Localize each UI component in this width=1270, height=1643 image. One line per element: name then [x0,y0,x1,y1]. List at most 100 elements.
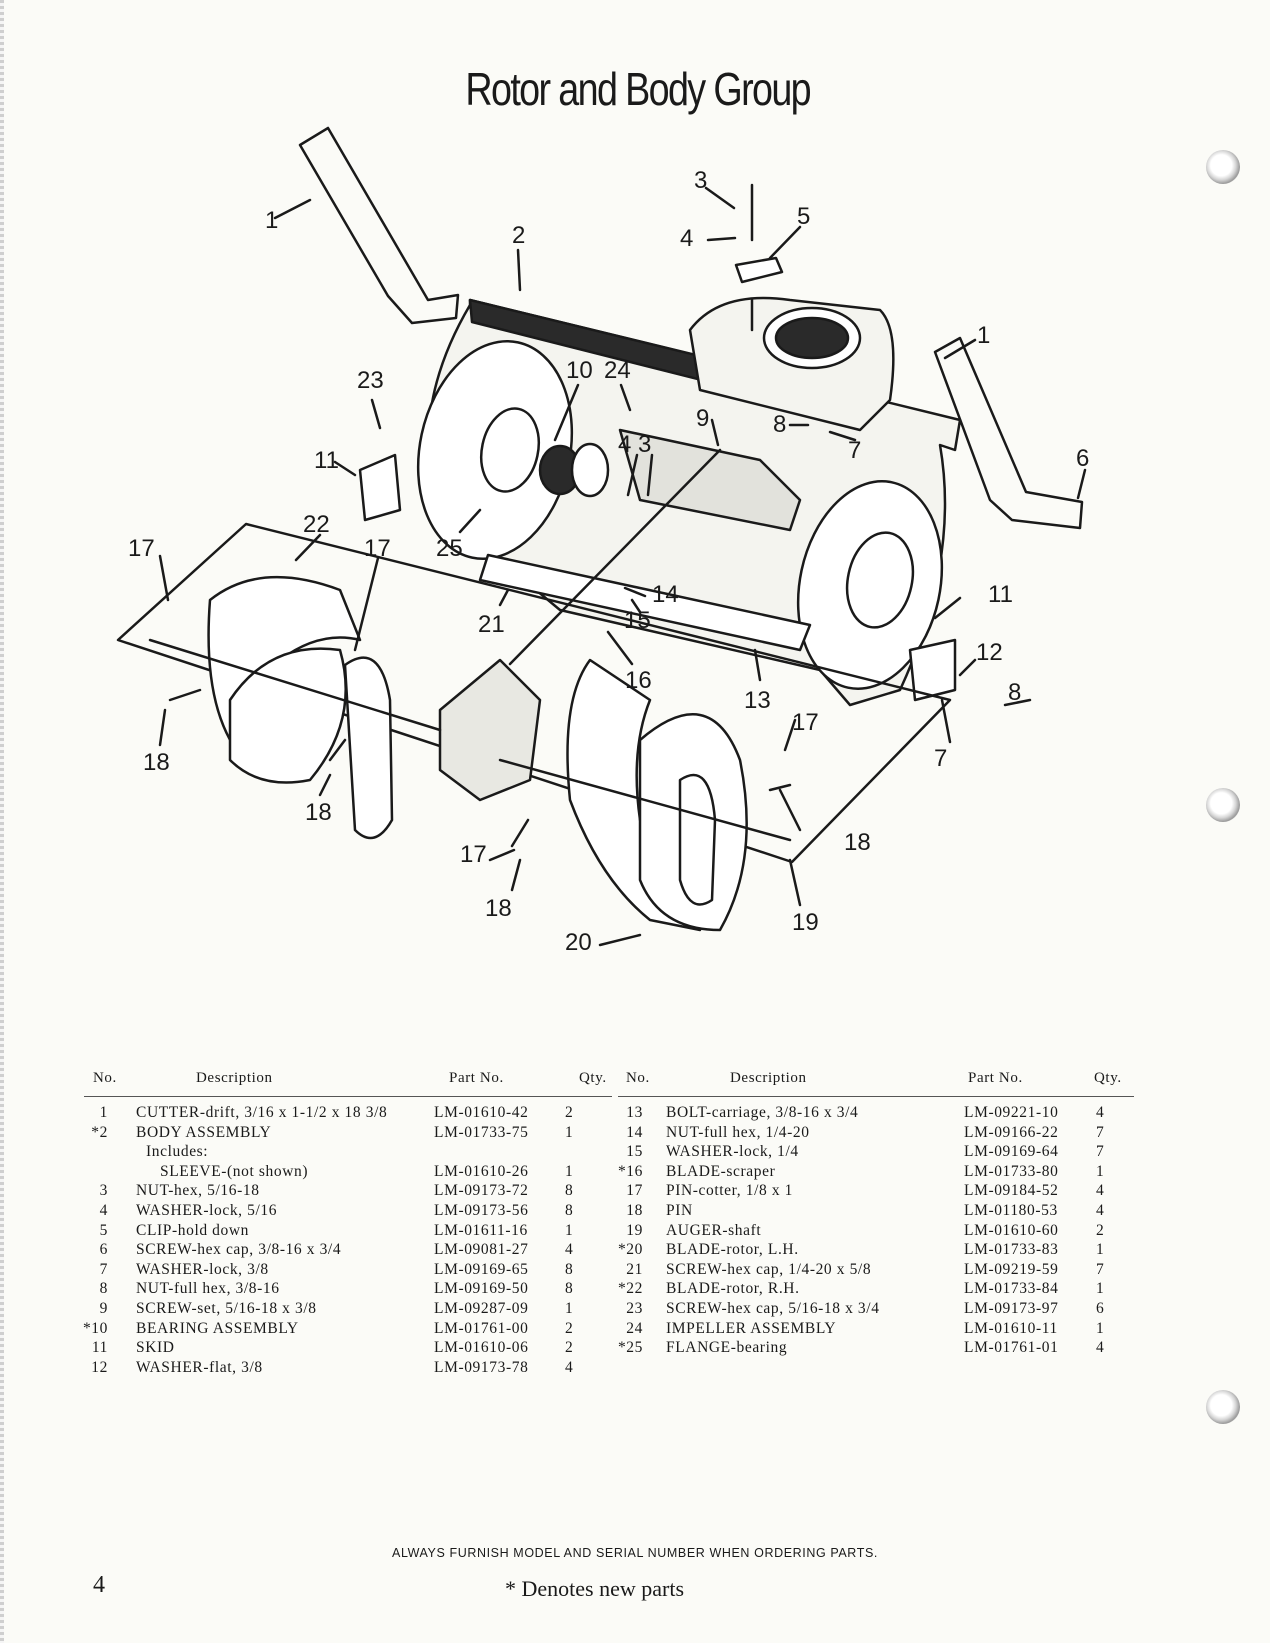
binder-hole-top [1206,150,1240,184]
part-no-cell: LM-01610-42 [434,1104,529,1121]
part-number-cell: 7 [99,1260,108,1278]
header-rule-right [618,1096,1134,1097]
part-number-cell: 9 [99,1300,108,1317]
callout-17-center: 17 [364,535,391,562]
part-number-cell: *20 [617,1241,643,1259]
description-cell: AUGER-shaft [666,1221,762,1239]
qty-cell: 8 [565,1182,574,1200]
description-cell: CLIP-hold down [136,1221,250,1239]
callout-24: 24 [604,357,631,384]
part-number-cell: 6 [99,1241,108,1259]
part-no-cell: LM-09219-59 [964,1260,1059,1278]
part-no-cell: LM-09173-56 [434,1202,529,1219]
auger-shaft-left [148,638,442,732]
page-title: Rotor and Body Group [465,63,811,115]
callout-6: 6 [1076,445,1089,472]
callout-19: 19 [792,909,819,936]
qty-cell: 1 [1096,1280,1105,1298]
description-cell: SCREW-hex cap, 5/16-18 x 3/4 [666,1300,880,1317]
qty-cell: 8 [565,1202,574,1219]
auger-bed-outline [116,522,952,864]
callout-2: 2 [512,222,525,249]
part-number-cell: 11 [91,1339,108,1357]
header-qty-left: Qty. [579,1070,607,1086]
qty-cell: 1 [565,1221,574,1239]
description-cell: NUT-full hex, 1/4-20 [666,1123,810,1141]
part-no-cell: LM-01610-60 [964,1221,1059,1239]
page-edge-scan-artifact [0,0,4,1643]
hub-blade-right [678,773,717,906]
callout-1-left: 1 [265,207,278,234]
part-no-cell: LM-01761-00 [434,1319,529,1337]
qty-cell: 4 [565,1358,574,1376]
part-number-cell: *22 [617,1280,643,1298]
callout-11-left: 11 [314,447,339,474]
scraper-blade [478,553,812,652]
part-no-cell: LM-09173-78 [434,1358,529,1376]
part-number-cell: 14 [626,1123,643,1141]
callout-17-lower: 17 [460,841,487,868]
header-partno-left: Part No. [449,1070,504,1086]
callout-8-lower: 8 [1008,679,1021,706]
part-number-cell: 3 [99,1182,108,1200]
description-cell: BLADE-scraper [666,1162,776,1180]
callout-16: 16 [625,667,652,694]
qty-cell: 1 [565,1162,574,1180]
description-cell: WASHER-lock, 3/8 [136,1260,269,1278]
part-no-cell: LM-09287-09 [434,1300,529,1317]
description-cell: WASHER-lock, 5/16 [136,1202,278,1219]
part-no-cell: LM-01180-53 [964,1202,1058,1219]
qty-cell: 7 [1096,1123,1105,1141]
callout-1-right: 1 [977,322,990,349]
qty-cell: 4 [1096,1104,1105,1121]
part-number-cell: 5 [99,1221,108,1239]
part-no-cell: LM-09169-65 [434,1260,529,1278]
qty-cell: 4 [1096,1202,1105,1219]
part-number-cell: 4 [99,1202,108,1219]
qty-cell: 1 [1096,1319,1105,1337]
description-cell: BOLT-carriage, 3/8-16 x 3/4 [666,1104,859,1121]
callout-18-left: 18 [143,749,170,776]
part-no-cell: LM-01733-83 [964,1241,1059,1259]
part-no-cell: LM-01611-16 [434,1221,528,1239]
description-cell: SLEEVE-(not shown) [160,1162,309,1180]
part-no-cell: LM-01610-11 [964,1319,1058,1337]
qty-cell: 2 [565,1319,574,1337]
hold-down-clip [734,256,784,284]
part-no-cell: LM-09169-64 [964,1143,1059,1161]
callout-4-mid: 4 [618,431,631,458]
part-number-cell: 23 [626,1300,643,1317]
callout-13: 13 [744,687,771,714]
part-no-cell: LM-01610-26 [434,1162,529,1180]
part-number-cell: 19 [626,1221,643,1239]
description-cell: PIN [666,1202,693,1219]
part-number-cell: *2 [91,1123,108,1141]
drift-cutter-left [298,126,460,325]
callout-23: 23 [357,367,384,394]
part-no-cell: LM-09166-22 [964,1123,1059,1141]
new-parts-note: * Denotes new parts [505,1576,685,1601]
callout-8-upper: 8 [773,411,786,438]
drift-cutter-right [933,336,1084,530]
description-cell: NUT-full hex, 3/8-16 [136,1280,280,1298]
header-description-left: Description [196,1070,273,1086]
callout-11-right: 11 [988,581,1013,608]
callout-25: 25 [436,535,463,562]
callout-15: 15 [624,607,651,634]
auger-shaft-right [498,758,792,842]
callout-21: 21 [478,611,505,638]
callout-17-right: 17 [792,709,819,736]
header-qty-right: Qty. [1094,1070,1122,1086]
header-partno-right: Part No. [968,1070,1023,1086]
qty-cell: 1 [1096,1162,1105,1180]
page-number: 4 [93,1572,105,1598]
qty-cell: 1 [565,1123,574,1141]
qty-cell: 1 [1096,1241,1105,1259]
description-cell: CUTTER-drift, 3/16 x 1-1/2 x 18 3/8 [136,1104,388,1121]
description-cell: NUT-hex, 5/16-18 [136,1182,260,1200]
callout-10: 10 [566,357,593,384]
binder-hole-bottom [1206,1390,1240,1424]
callout-7-upper: 7 [848,437,861,464]
exploded-parts-diagram: 1 2 3 4 5 1 23 10 24 9 8 7 6 11 4 3 22 1… [116,126,1089,956]
description-cell: SKID [136,1339,175,1357]
